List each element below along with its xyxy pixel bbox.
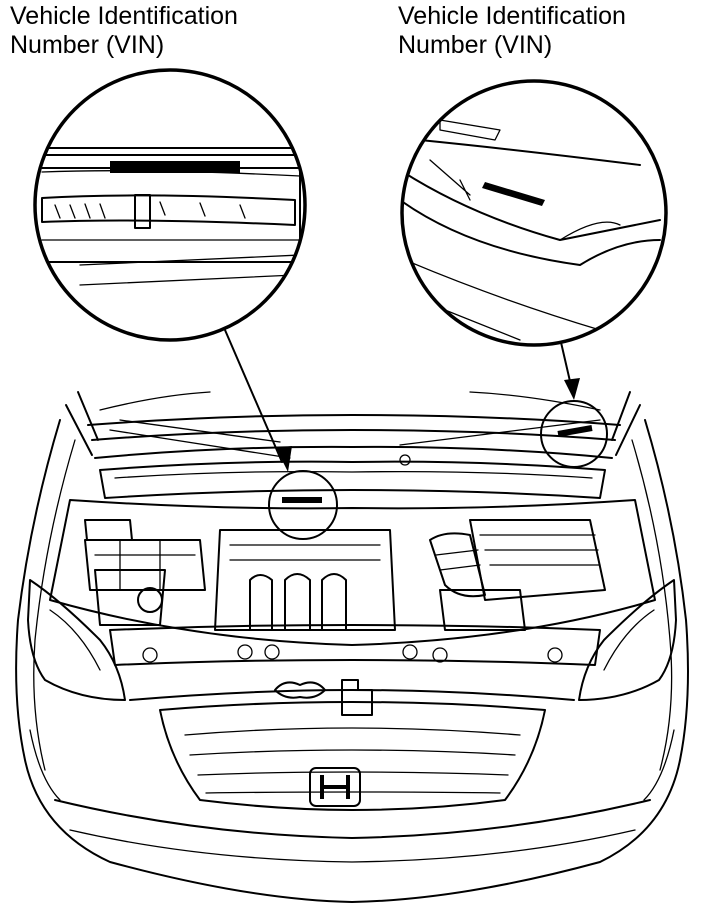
- air-filter-box: [469, 519, 606, 601]
- vin-callout-right-line1: Vehicle Identification: [398, 2, 626, 30]
- bay-outline: [49, 499, 656, 646]
- bumper-line: [54, 799, 651, 839]
- vin-callout-left: Vehicle Identification Number (VIN): [10, 2, 238, 60]
- body-outline: [15, 419, 689, 903]
- vin-magnifier-left: [33, 68, 307, 342]
- leader-left: [224, 329, 283, 463]
- wire-harness: [41, 194, 296, 226]
- magnifier-right-ring: [400, 79, 668, 347]
- vin-magnifier-right: [400, 79, 668, 347]
- vin-location-circle-left: [268, 470, 338, 540]
- hood-left-edge: [65, 391, 99, 456]
- emblem-badge: [309, 767, 361, 807]
- magnifier-left-ring: [33, 68, 307, 342]
- hood-right-edge: [611, 391, 641, 456]
- windshield-base: [87, 414, 621, 426]
- engine-bay: [49, 499, 656, 716]
- grille-frame: [159, 701, 546, 811]
- fascia-top: [129, 689, 575, 701]
- radiator-support: [109, 624, 601, 666]
- headlight-left: [27, 579, 126, 701]
- fuse-box: [84, 539, 206, 591]
- vin-callout-left-line2: Number (VIN): [10, 31, 165, 59]
- h-logo-icon: [320, 775, 350, 799]
- vin-location-circle-right: [540, 400, 608, 468]
- dash-edge: [402, 169, 661, 241]
- coolant-reservoir: [94, 569, 166, 626]
- vin-callout-right-line2: Number (VIN): [398, 31, 553, 59]
- latch: [341, 679, 373, 716]
- oil-cap: [274, 681, 326, 699]
- leader-lines: [224, 329, 580, 472]
- cowl-cover: [99, 460, 606, 499]
- vin-callout-left-line1: Vehicle Identification: [10, 2, 238, 30]
- vehicle-front: [15, 391, 689, 903]
- vin-callout-right: Vehicle Identification Number (VIN): [398, 2, 626, 60]
- vin-plate-right: [482, 182, 545, 206]
- engine-block: [214, 529, 396, 631]
- vin-plate-left: [110, 161, 240, 173]
- headlight-right: [578, 579, 677, 701]
